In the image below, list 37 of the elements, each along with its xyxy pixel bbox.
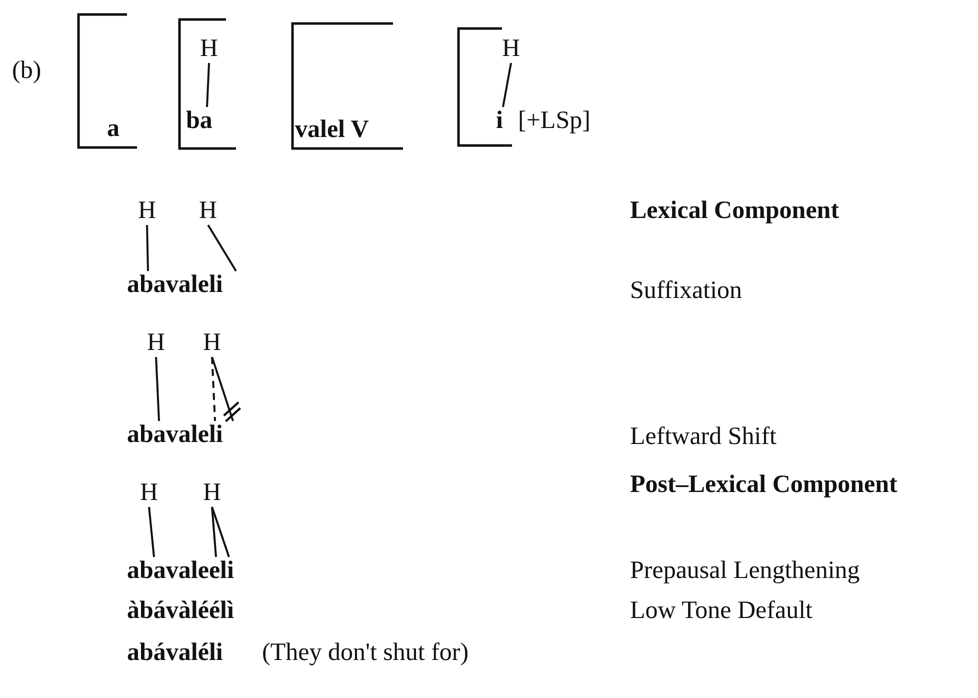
tone-symbol: H xyxy=(147,330,166,355)
tone-symbol: H xyxy=(203,330,222,355)
word-form: ba xyxy=(186,108,212,133)
association-line xyxy=(211,506,217,558)
tone-symbol: H xyxy=(140,480,158,505)
morpheme-bracket xyxy=(178,18,236,150)
morpheme-bracket: a xyxy=(77,13,137,149)
word-form: abavaleli xyxy=(127,422,223,447)
gloss-text: (They don't shut for) xyxy=(262,640,469,665)
association-line xyxy=(211,506,230,558)
association-line xyxy=(502,62,512,108)
panel-label: (b) xyxy=(12,58,42,83)
association-line xyxy=(211,356,216,422)
association-line xyxy=(206,62,210,108)
rule-label: Lexical Component xyxy=(630,198,840,223)
word-form: abavaleli xyxy=(127,272,223,297)
delinked-association-line xyxy=(211,356,242,422)
association-line xyxy=(207,224,237,272)
tone-symbol: H xyxy=(200,36,218,61)
rule-label: Prepausal Lengthening xyxy=(630,558,860,583)
association-line xyxy=(146,224,149,272)
word-form: i xyxy=(496,108,503,133)
rule-label: Low Tone Default xyxy=(630,598,812,623)
morpheme-bracket: valel V xyxy=(291,22,403,150)
word-form: abávaléli xyxy=(127,640,223,665)
rule-label: Leftward Shift xyxy=(630,424,776,449)
tone-symbol: H xyxy=(203,480,222,505)
feature-label: [+LSp] xyxy=(518,108,590,133)
rule-label: Suffixation xyxy=(630,278,742,303)
tone-symbol: H xyxy=(138,198,156,223)
association-line xyxy=(155,356,160,422)
word-form: abavaleeli xyxy=(127,558,234,583)
association-line xyxy=(148,506,155,558)
tone-symbol: H xyxy=(502,36,520,61)
tone-symbol: H xyxy=(199,198,218,223)
word-form: àbávàléélì xyxy=(127,598,234,623)
rule-label: Post–Lexical Component xyxy=(630,472,898,497)
